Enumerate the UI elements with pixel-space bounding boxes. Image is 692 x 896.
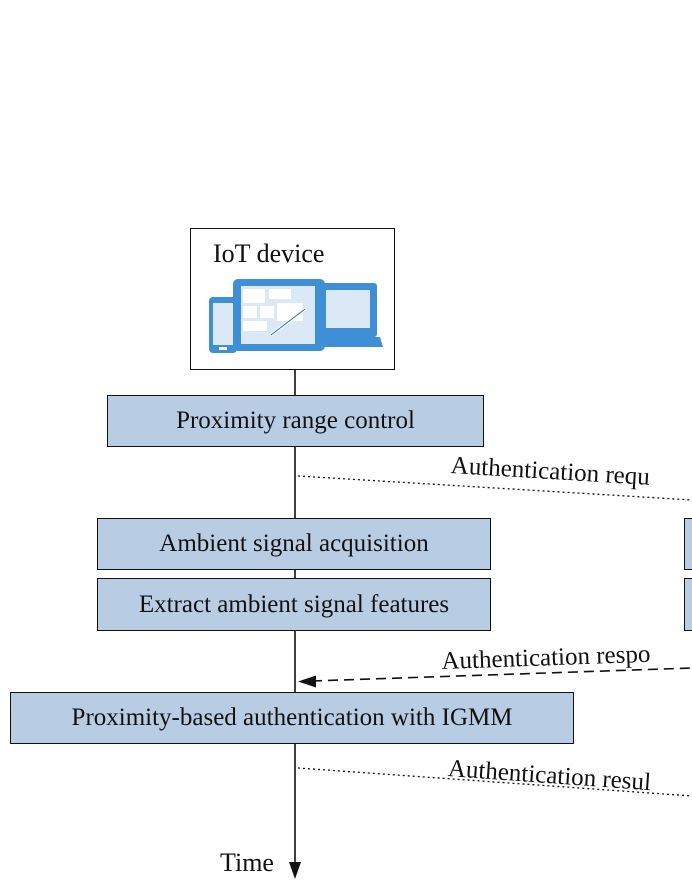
step-extract-features: Extract ambient signal features	[97, 578, 491, 631]
response-arrowhead	[298, 675, 316, 688]
step-ambient-signal-acquisition: Ambient signal acquisition	[97, 518, 491, 570]
iot-devices-icon	[209, 279, 383, 353]
request-line	[297, 475, 692, 501]
timeline-arrowhead	[289, 862, 301, 879]
iot-device-box: IoT device	[190, 228, 395, 370]
step-proximity-range-control: Proximity range control	[107, 395, 484, 447]
step-proximity-authentication: Proximity-based authentication with IGMM	[10, 692, 574, 744]
right-step-box-1	[684, 518, 692, 570]
time-axis-label: Time	[220, 848, 274, 877]
device-title: IoT device	[213, 239, 325, 268]
result-line	[297, 767, 692, 797]
right-step-box-2	[684, 578, 692, 631]
